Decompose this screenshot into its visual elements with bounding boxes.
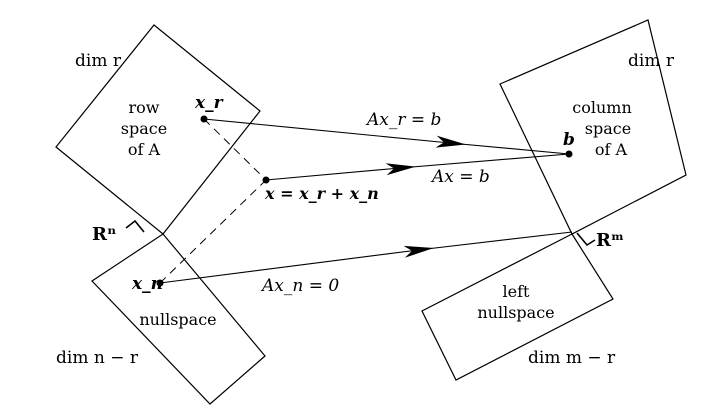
label-eq-Axn-0: Ax_n = 0 (260, 276, 339, 296)
arrow-xr-to-b (203, 118, 466, 148)
label-nullspace: nullspace (139, 310, 216, 329)
label-dim-r-left: dim r (75, 51, 122, 71)
label-b: b (563, 130, 575, 150)
arrow-x-to-b-tail (399, 153, 570, 169)
arrow-xr-to-b-tail (449, 142, 570, 155)
arrow-x-to-b (265, 163, 416, 181)
dashed-xr-to-x (203, 118, 267, 181)
right-angle-mark-rn (125, 219, 145, 233)
nullspace-box (91, 233, 266, 405)
label-dim-m-minus-r: dim m − r (528, 348, 616, 368)
left-nullspace-box (421, 233, 614, 381)
row-space-box (55, 24, 261, 235)
label-x-equals: x = x_r + x_n (264, 184, 379, 203)
label-column-space-2: space (585, 119, 631, 138)
label-left-nullspace-2: nullspace (477, 303, 554, 322)
label-eq-Ax-b: Ax = b (430, 167, 490, 187)
point-x (262, 176, 270, 184)
right-angle-mark-rm (576, 232, 596, 247)
label-xr: x_r (194, 93, 224, 113)
label-xn: x_n (131, 274, 163, 294)
label-column-space-3: of A (595, 140, 628, 159)
dashed-xn-to-x (159, 179, 267, 284)
label-Rm: Rᵐ (596, 230, 624, 251)
label-row-space-2: space (121, 119, 167, 138)
point-b (565, 150, 573, 158)
point-xn (156, 279, 164, 287)
point-xr (200, 115, 208, 123)
label-row-space-1: row (129, 98, 160, 117)
label-eq-Axr-b: Ax_r = b (365, 110, 441, 130)
label-left-nullspace-1: left (503, 282, 531, 301)
label-dim-r-right: dim r (628, 51, 675, 71)
arrow-xn-to-zero-tail (417, 231, 573, 251)
label-row-space-3: of A (128, 140, 161, 159)
column-space-box (499, 19, 687, 235)
label-Rn: Rⁿ (92, 224, 116, 245)
label-column-space-1: column (572, 98, 632, 117)
label-dim-n-minus-r: dim n − r (56, 348, 139, 368)
arrow-xn-to-zero (159, 245, 434, 284)
